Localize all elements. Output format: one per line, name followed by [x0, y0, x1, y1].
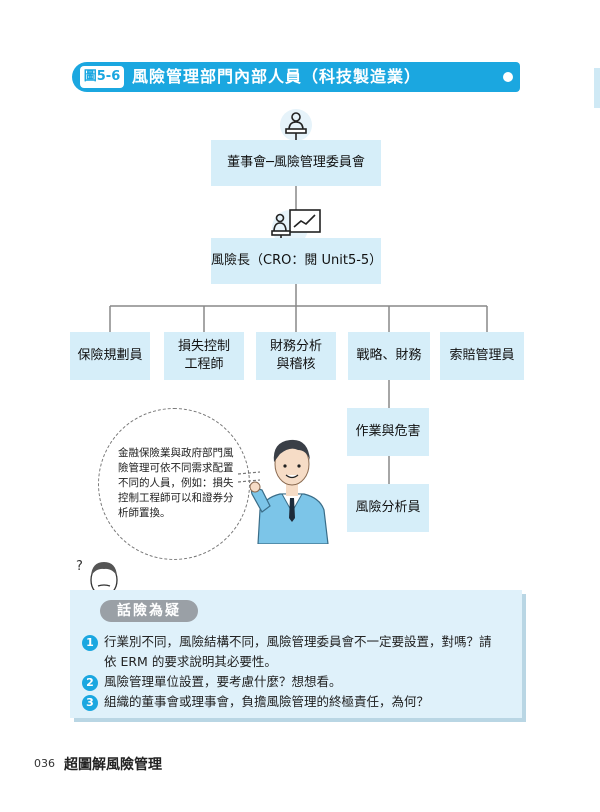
loss-control-label-line2: 工程師	[184, 357, 224, 372]
bubble-line: 析師置換。	[118, 507, 171, 519]
businessman-illustration	[250, 439, 329, 544]
presenter-chart-icon	[271, 209, 321, 247]
book-title: 超圖解風險管理	[64, 757, 162, 773]
question-item: 1 行業別不同，風險結構不同，風險管理委員會不一定要設置，對嗎？請	[82, 632, 492, 652]
cro-label: 風險長（CRO：閱 Unit5-5）	[211, 253, 383, 268]
page-number: 036	[34, 757, 55, 770]
question-text: 組織的董事會或理事會，負擔風險管理的終極責任，為何？	[104, 694, 430, 709]
speech-bubble-tail	[237, 471, 261, 483]
question-text: 行業別不同，風險結構不同，風險管理委員會不一定要設置，對嗎？請	[104, 634, 492, 649]
board-member-icon	[280, 109, 312, 143]
question-continuation: 依 ERM 的要求說明其必要性。	[104, 652, 277, 672]
cro-box: 風險長（CRO：閱 Unit5-5）	[211, 238, 383, 284]
board-risk-committee-label: 董事會─風險管理委員會	[227, 155, 365, 170]
loss-control-label-line1: 損失控制	[177, 339, 230, 354]
question-number-icon: 1	[82, 634, 98, 651]
insurance-planner-label: 保險規劃員	[77, 348, 143, 363]
title-banner	[72, 62, 520, 92]
bubble-line: 不同的人員，例如：損失	[118, 477, 234, 489]
question-number-icon: 3	[82, 694, 98, 711]
strategy-finance-box: 戰略、財務	[348, 332, 430, 380]
loss-control-box: 損失控制工程師	[164, 332, 244, 380]
question-number-icon: 2	[82, 674, 98, 691]
question-item: 2 風險管理單位設置，要考慮什麼？想想看。	[82, 672, 342, 692]
operations-hazard-label: 作業與危害	[355, 424, 421, 439]
risk-analyst-box: 風險分析員	[347, 484, 429, 532]
bubble-line: 金融保險業與政府部門風	[118, 447, 234, 459]
insurance-planner-box: 保險規劃員	[70, 332, 150, 380]
qa-tag: 話險為疑	[100, 600, 198, 622]
risk-analyst-label: 風險分析員	[355, 500, 421, 515]
board-risk-committee-box: 董事會─風險管理委員會	[211, 140, 381, 186]
claims-manager-box: 索賠管理員	[440, 332, 524, 380]
question-mark-icon: ?	[76, 559, 83, 574]
figure-label: 圖5-6	[80, 66, 124, 88]
question-text: 風險管理單位設置，要考慮什麼？想想看。	[104, 674, 342, 689]
bubble-line: 險管理可依不同需求配置	[118, 462, 234, 474]
side-tab	[594, 68, 600, 108]
banner-dot-icon	[503, 72, 513, 82]
finance-audit-box: 財務分析與稽核	[256, 332, 336, 380]
question-text: 依 ERM 的要求說明其必要性。	[104, 654, 277, 669]
question-item: 3 組織的董事會或理事會，負擔風險管理的終極責任，為何？	[82, 692, 429, 712]
claims-manager-label: 索賠管理員	[449, 348, 515, 363]
page-title: 風險管理部門內部人員（科技製造業）	[132, 67, 422, 86]
bubble-line: 控制工程師可以和證券分	[118, 492, 234, 504]
finance-audit-label-line2: 與稽核	[276, 357, 316, 372]
finance-audit-label-line1: 財務分析	[269, 339, 322, 354]
speech-bubble	[98, 408, 250, 560]
strategy-finance-label: 戰略、財務	[356, 348, 422, 363]
bubble-text: 金融保險業與政府部門風 險管理可依不同需求配置 不同的人員，例如：損失 控制工程…	[118, 446, 236, 521]
operations-hazard-box: 作業與危害	[347, 408, 429, 456]
